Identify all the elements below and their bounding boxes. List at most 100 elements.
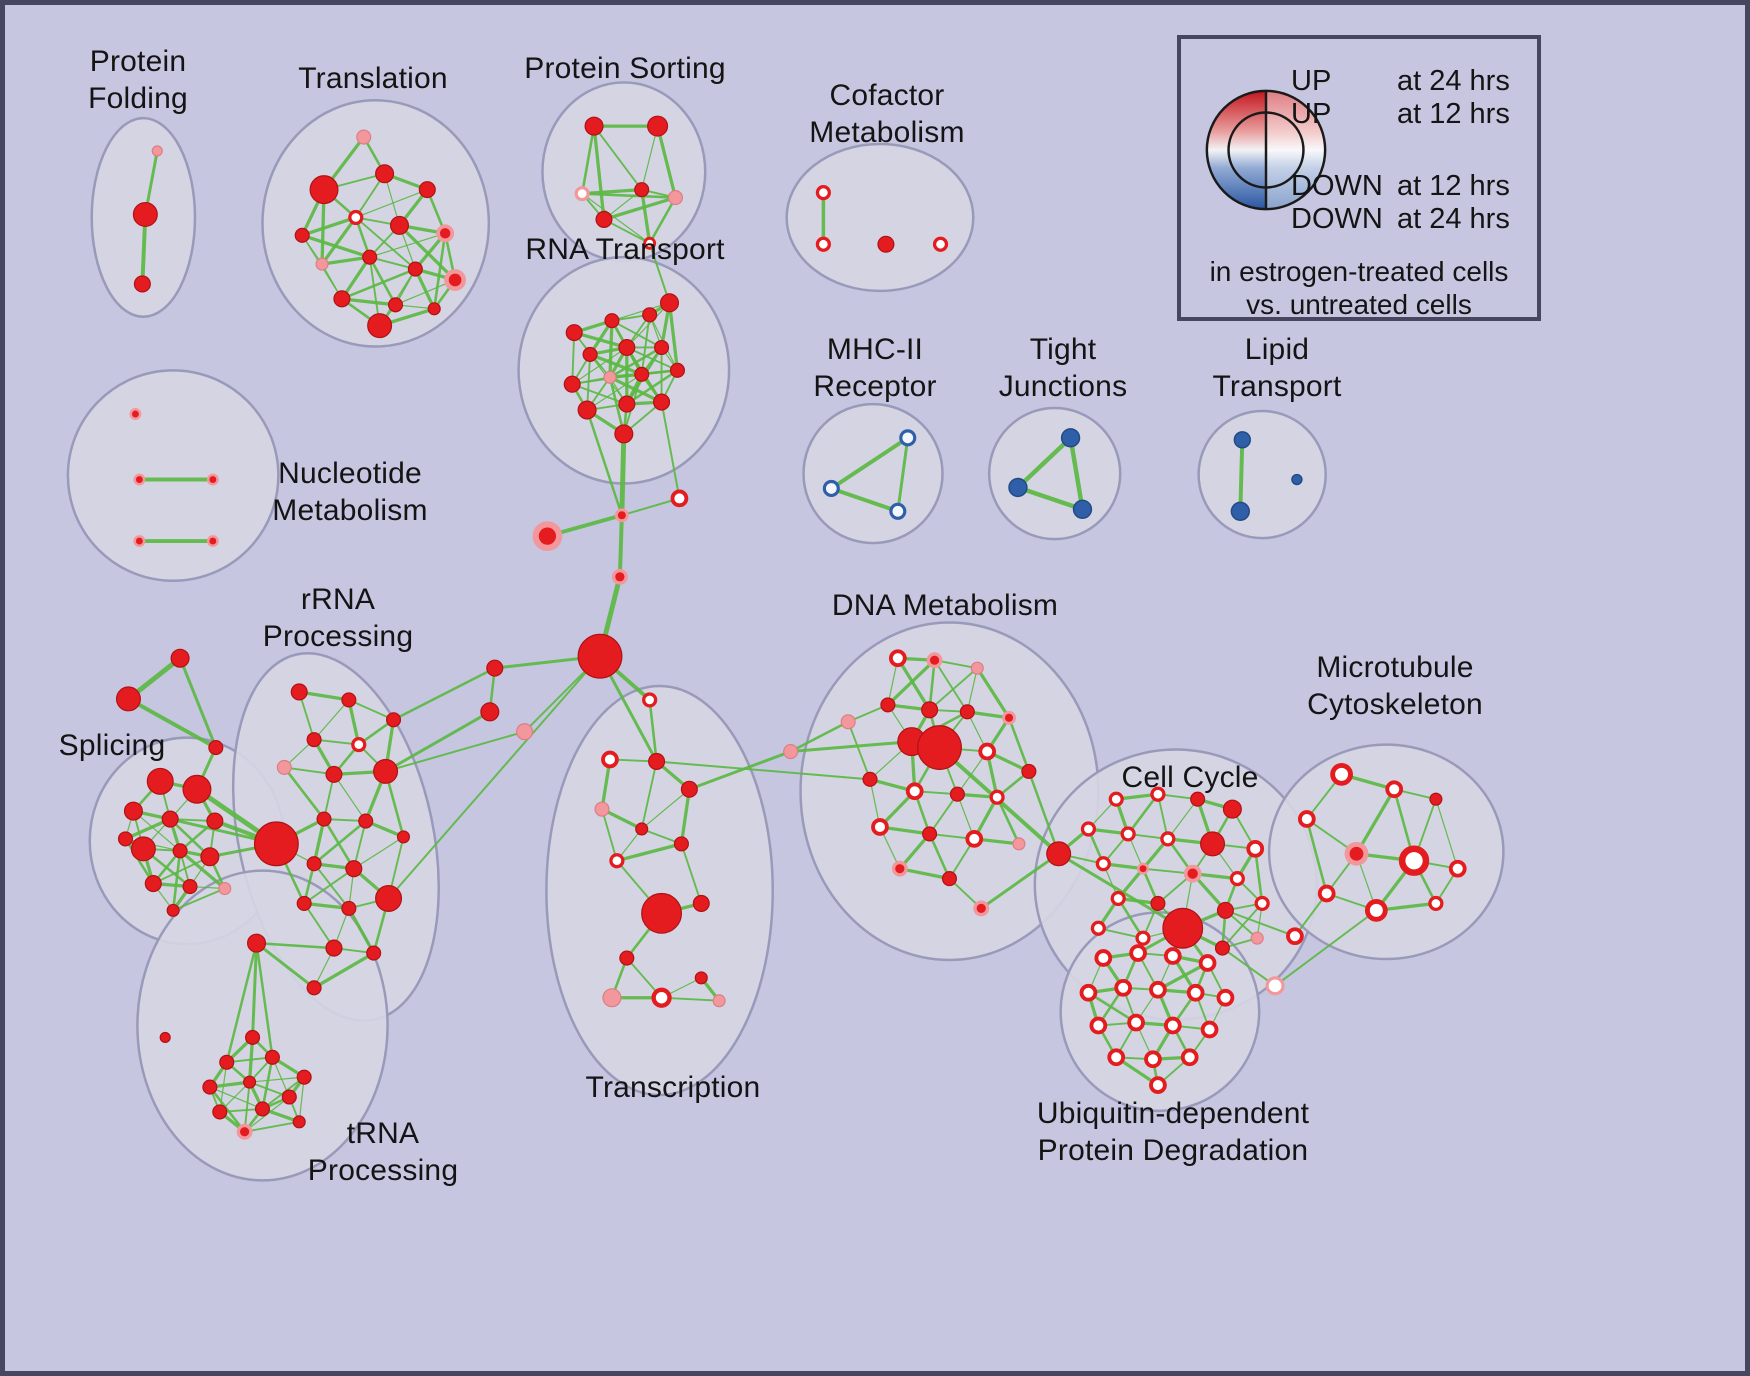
node-solid[interactable] xyxy=(480,702,500,722)
node-solid[interactable] xyxy=(635,822,649,836)
node-solid[interactable] xyxy=(292,1115,306,1129)
node-ring[interactable] xyxy=(643,236,657,250)
node-solid[interactable] xyxy=(375,164,395,184)
node-ring[interactable] xyxy=(1150,786,1166,802)
node-ring[interactable] xyxy=(642,692,658,708)
node-solid[interactable] xyxy=(309,175,339,205)
node-ring[interactable] xyxy=(815,185,831,201)
node-solid[interactable] xyxy=(1216,901,1234,919)
node-solid[interactable] xyxy=(694,971,708,985)
node-solid[interactable] xyxy=(680,780,698,798)
node-solid[interactable] xyxy=(619,950,635,966)
node-ring[interactable] xyxy=(1180,1048,1199,1067)
node-solid[interactable] xyxy=(243,1075,257,1089)
node-solid[interactable] xyxy=(565,324,583,342)
node-blue[interactable] xyxy=(1291,473,1303,486)
node-solid[interactable] xyxy=(669,362,685,378)
node-blue[interactable] xyxy=(1072,499,1093,519)
node-ring[interactable] xyxy=(905,782,924,801)
node-solid[interactable] xyxy=(1190,791,1206,807)
node-ring[interactable] xyxy=(1385,780,1404,799)
node-solid[interactable] xyxy=(264,1049,280,1065)
node-solid[interactable] xyxy=(341,900,357,916)
node-ring[interactable] xyxy=(1398,845,1430,876)
node-solid[interactable] xyxy=(362,249,378,265)
node-solid[interactable] xyxy=(281,1089,297,1105)
node-solid[interactable] xyxy=(1021,763,1037,779)
node-solid[interactable] xyxy=(563,375,581,393)
node-ring[interactable] xyxy=(1428,895,1444,912)
node-pink[interactable] xyxy=(603,370,617,384)
node-solid[interactable] xyxy=(648,752,666,770)
node-solid[interactable] xyxy=(387,297,404,313)
node-ring[interactable] xyxy=(1163,947,1182,965)
node-ring[interactable] xyxy=(670,489,689,508)
node-solid[interactable] xyxy=(634,366,650,382)
node-solid[interactable] xyxy=(245,1029,261,1045)
node-ring[interactable] xyxy=(1129,944,1147,962)
node-solid[interactable] xyxy=(1222,799,1242,819)
node-pink[interactable] xyxy=(151,145,163,157)
node-solid[interactable] xyxy=(132,201,158,227)
node-solid[interactable] xyxy=(949,786,965,802)
node-solid[interactable] xyxy=(877,235,895,253)
node-solid[interactable] xyxy=(333,290,351,308)
node-solid[interactable] xyxy=(582,346,598,362)
node-ring[interactable] xyxy=(978,742,997,761)
node-pink[interactable] xyxy=(1250,931,1264,945)
node-pink[interactable] xyxy=(667,190,684,206)
node-solid[interactable] xyxy=(385,712,402,728)
node-ring[interactable] xyxy=(1198,954,1217,972)
node-solid[interactable] xyxy=(941,871,957,887)
node-ring[interactable] xyxy=(1297,810,1316,828)
node-ring[interactable] xyxy=(1095,856,1111,872)
node-solid[interactable] xyxy=(294,227,310,243)
node-solid[interactable] xyxy=(254,1101,271,1117)
node-ring[interactable] xyxy=(351,736,367,753)
node-solid[interactable] xyxy=(306,856,322,872)
node-solid[interactable] xyxy=(212,1104,228,1120)
node-solid[interactable] xyxy=(325,939,343,957)
node-blue-ring[interactable] xyxy=(889,502,907,520)
node-ring[interactable] xyxy=(1317,884,1336,903)
node-solid[interactable] xyxy=(341,692,357,708)
node-solid[interactable] xyxy=(1214,940,1231,956)
node-ring[interactable] xyxy=(1090,920,1106,936)
node-solid[interactable] xyxy=(182,774,212,804)
node-pink[interactable] xyxy=(840,714,856,730)
node-solid[interactable] xyxy=(246,933,267,953)
node-solid[interactable] xyxy=(172,843,188,859)
node-solid[interactable] xyxy=(389,215,410,235)
node-ring[interactable] xyxy=(1094,949,1113,967)
node-solid[interactable] xyxy=(1046,841,1072,867)
node-solid[interactable] xyxy=(647,115,669,137)
node-solid[interactable] xyxy=(115,686,141,712)
node-ring[interactable] xyxy=(1448,859,1467,878)
node-pink[interactable] xyxy=(315,257,329,271)
node-blue-ring[interactable] xyxy=(899,429,917,447)
node-pink[interactable] xyxy=(1012,837,1026,851)
node-pink-ring[interactable] xyxy=(1265,976,1285,996)
node-solid[interactable] xyxy=(641,892,683,934)
node-solid[interactable] xyxy=(296,1069,312,1085)
node-ring[interactable] xyxy=(1254,895,1270,912)
node-ring[interactable] xyxy=(1216,988,1235,1007)
node-ring[interactable] xyxy=(1110,890,1126,907)
node-blue[interactable] xyxy=(1060,428,1081,448)
node-solid[interactable] xyxy=(1150,895,1166,911)
node-ring[interactable] xyxy=(1107,1048,1126,1067)
node-ring[interactable] xyxy=(932,236,949,252)
node-solid[interactable] xyxy=(306,980,322,996)
node-solid[interactable] xyxy=(144,875,162,893)
node-solid[interactable] xyxy=(367,313,393,339)
node-solid[interactable] xyxy=(917,725,962,770)
node-solid[interactable] xyxy=(659,293,680,313)
node-solid[interactable] xyxy=(358,813,374,829)
node-pink-ring[interactable] xyxy=(574,186,590,202)
node-ring[interactable] xyxy=(609,853,625,869)
node-solid[interactable] xyxy=(182,879,198,895)
node-solid[interactable] xyxy=(316,811,332,827)
node-solid[interactable] xyxy=(202,1079,218,1095)
node-solid[interactable] xyxy=(306,732,322,748)
node-ring[interactable] xyxy=(1144,1050,1162,1069)
